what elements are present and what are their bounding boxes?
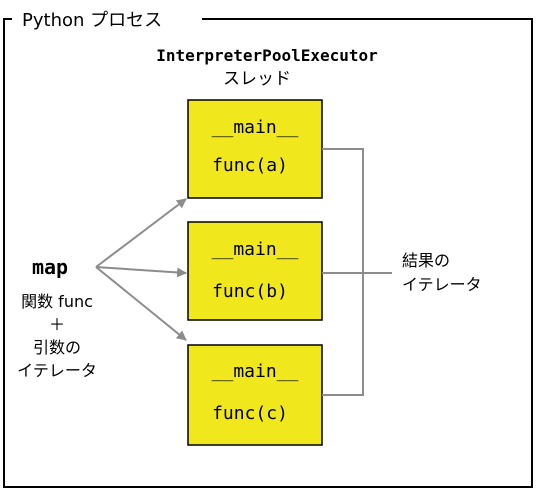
map-arg-line-3: 引数の	[33, 338, 81, 357]
worker-call-label: func(c)	[212, 403, 288, 424]
executor-name: InterpreterPoolExecutor	[156, 46, 378, 65]
worker-module-label: __main__	[212, 117, 299, 138]
result-label-line-1: 結果の	[402, 251, 450, 270]
map-label: map	[32, 255, 68, 279]
map-arg-line-4: イテレータ	[17, 361, 97, 380]
result-bracket	[322, 148, 392, 396]
worker-module-label: __main__	[212, 361, 299, 382]
arrow-to-worker-b	[95, 266, 187, 278]
process-frame	[3, 18, 533, 488]
worker-call-label: func(b)	[212, 281, 288, 302]
map-arg-line-2: ＋	[49, 315, 65, 334]
map-arg-line-1: 関数 func	[21, 292, 93, 311]
result-label-line-2: イテレータ	[402, 275, 482, 294]
worker-box-a: __main__ func(a)	[187, 99, 323, 199]
process-label: Python プロセス	[22, 10, 162, 31]
worker-call-label: func(a)	[212, 155, 288, 176]
worker-module-label: __main__	[212, 239, 299, 260]
executor-sublabel: スレッド	[223, 69, 291, 89]
arrow-to-worker-c	[95, 266, 187, 341]
worker-box-b: __main__ func(b)	[187, 221, 323, 321]
arrow-to-worker-a	[95, 198, 187, 268]
worker-box-c: __main__ func(c)	[187, 344, 323, 446]
